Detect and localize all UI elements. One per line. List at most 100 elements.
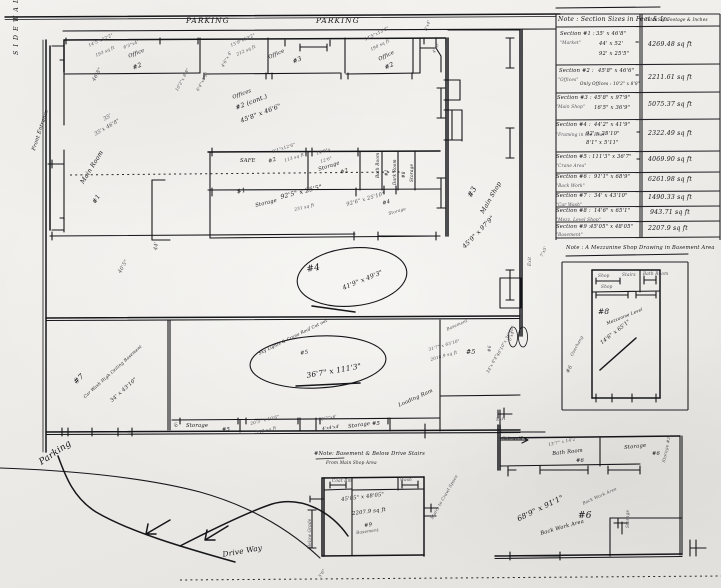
mezz-number: #8 xyxy=(598,307,610,316)
table-row-6-sub: "Car Wash" xyxy=(556,202,583,207)
table-row-6-dim-0: 34' x 43'10" xyxy=(594,193,628,199)
mezz-room-stairs: Stairs xyxy=(622,272,636,277)
table-row-5-total: 6261.98 sq ft xyxy=(648,176,693,183)
office-2b-label: Office xyxy=(377,49,396,63)
table-row-3-label: Section #4 : xyxy=(556,122,591,128)
room5b-dim4: 7'x5' xyxy=(539,245,548,258)
basement-dims: 45'05" x 48'05" xyxy=(340,491,385,503)
bath-room-number: #1 xyxy=(384,169,389,176)
office-3-number: #3 xyxy=(291,55,304,66)
office-2b-sub: 190 sq ft xyxy=(369,38,391,52)
dim-40-5: 40'5" xyxy=(117,258,130,275)
table-row-8-total: 2207.9 sq ft xyxy=(648,225,688,232)
loading-ram-label: Loading Ram xyxy=(397,387,435,409)
room4-label: Storage xyxy=(387,206,407,216)
backwork-sub: Back Work Area xyxy=(581,486,618,506)
label-parking-right: PARKING xyxy=(316,16,360,25)
table-row-1-total: 2211.61 sq ft xyxy=(648,74,693,81)
basement-label: Basement xyxy=(355,527,379,535)
label-bath-storage: Storage xyxy=(409,163,414,182)
label-parking-bottom: Parking xyxy=(37,438,74,468)
table-row-4-dim-0: 111'3" x 36'7" xyxy=(592,154,632,160)
mezz-room-bath: Bath Room xyxy=(643,271,669,276)
table-row-7-sub: "Mezz. Level Shop" xyxy=(556,217,601,222)
table-row-2-dim-1: 16'5" x 36'9" xyxy=(594,105,631,111)
table-row-2-sub: "Main Shop" xyxy=(556,104,585,109)
bathroom6-dims: 13'7" x 14'2" xyxy=(547,435,578,447)
room4-ellipse-dims: 41'9" x 49'3" xyxy=(341,269,384,292)
label-main-room-number: #1 xyxy=(91,193,103,206)
mezz-room-shop-2: Shop xyxy=(601,284,613,289)
small-dim-exit: 6' xyxy=(173,421,181,429)
storage5-number: #5 xyxy=(222,427,231,433)
room1-sub: 231 sq ft xyxy=(293,202,315,212)
table-row-6-label: Section #7 : xyxy=(556,193,591,199)
backwork-dim-left: 34'x 6'4" xyxy=(485,353,500,374)
table-row-0-dim-0: 35' x 46'8" xyxy=(596,31,627,37)
carwash-label: Car Wash High Ceiling Basement xyxy=(82,343,143,399)
backwork-dims: 68'9" x 91'1" xyxy=(515,492,565,524)
office-2-label: Office xyxy=(127,47,146,60)
room1-dims: 92'5" x 25'5" xyxy=(279,183,323,201)
storage6-number: #6 xyxy=(652,451,661,457)
table-row-8-dim-0: 45'05" x 48'05" xyxy=(590,224,634,230)
room5b-dim3: 6'x4' xyxy=(507,329,516,342)
table-row-5-label: Section #6 : xyxy=(556,174,591,180)
dim-col-5: 4'x6' xyxy=(431,41,441,54)
room5-number: #5 xyxy=(299,349,309,357)
table-row-3-total: 2322.49 sq ft xyxy=(648,130,693,137)
dim-col-2: 6'4"x4'9" xyxy=(195,71,210,92)
storage5b-dims: 10'2"x6' xyxy=(317,413,338,422)
storage5b-label: Storage xyxy=(347,420,371,430)
mainshop-label: Main Shop xyxy=(479,180,504,215)
storage-lower-right: Storage xyxy=(625,509,630,528)
table-row-0-total: 4269.48 sq ft xyxy=(648,41,693,48)
room5-dims: 36'7" x 111'3" xyxy=(305,361,362,380)
overhang-number: #6 xyxy=(565,364,575,375)
table-row-1-eq: = xyxy=(635,73,640,79)
mezz-dims: 14'6" x 65'1" xyxy=(599,318,632,346)
office-3-sub: 212 sq ft xyxy=(235,43,257,57)
mezz-inset-title: Note : A Mezzanine Shop Drawing in Basem… xyxy=(566,245,715,251)
label-front-entrance: Front Entrance xyxy=(31,108,51,152)
room1-label: Storage xyxy=(254,197,278,209)
table-row-0-eq: = xyxy=(635,40,640,46)
table-row-5-dim-0: 91'1" x 68'9" xyxy=(594,174,631,180)
table-row-0-label: Section #1 : xyxy=(560,31,595,37)
storage6-sub: Storage #2 xyxy=(661,436,672,463)
dim-44: 44' xyxy=(153,241,160,251)
label-parking-left: PARKING xyxy=(186,16,230,25)
basement-stairs: Stairs to Crawl Space xyxy=(429,473,459,520)
office-3-label: Office xyxy=(267,48,286,61)
table-row-0-sub: "Market" xyxy=(560,40,581,45)
label-bath-room: Bath Room xyxy=(375,152,380,178)
table-row-3-eq: = xyxy=(636,130,641,136)
dim-35x46: 35'x 46'8" xyxy=(93,117,122,138)
note-basement-2: From Main Shop Area xyxy=(326,460,377,465)
label-main-room: Main Room xyxy=(79,149,106,186)
mezz-room-shop: Shop xyxy=(598,273,610,278)
storage5-label: Storage xyxy=(186,423,209,429)
label-dark-room: Dark Room xyxy=(392,159,397,185)
table-row-4-total: 4069.90 sq ft xyxy=(648,156,693,163)
table-row-8-label: Section #9 : xyxy=(556,224,591,230)
room1-number: #1 xyxy=(235,186,247,196)
label-driveway: Drive Way xyxy=(221,543,263,559)
bathroom6-number: #6 xyxy=(576,458,585,464)
safe-dims: 9'1"x12'6" xyxy=(271,141,296,154)
exit-label-1: Exit xyxy=(495,415,506,422)
dim-6x3: 6'3"x4' xyxy=(122,39,140,50)
storage5b-sub: 4'x4'x4' xyxy=(321,423,341,431)
table-row-3-dim-2: 8'1" x 5'11" xyxy=(586,140,619,146)
safe-number: #2 xyxy=(267,156,278,165)
table-header-note: Note : Section Sizes in Feet & In. xyxy=(558,16,670,23)
office-2-number: #2 xyxy=(131,61,144,72)
table-row-1-dim-0: 45'8" x 46'6" xyxy=(598,68,635,74)
backwork-number: #6 xyxy=(578,511,592,521)
mainshop-number: #3 xyxy=(465,184,479,199)
basement-room-1: Coat Rm xyxy=(332,478,352,483)
table-row-0-dim-2: 92' x 25'5" xyxy=(599,51,630,57)
storage5b-number: #5 xyxy=(372,421,381,427)
